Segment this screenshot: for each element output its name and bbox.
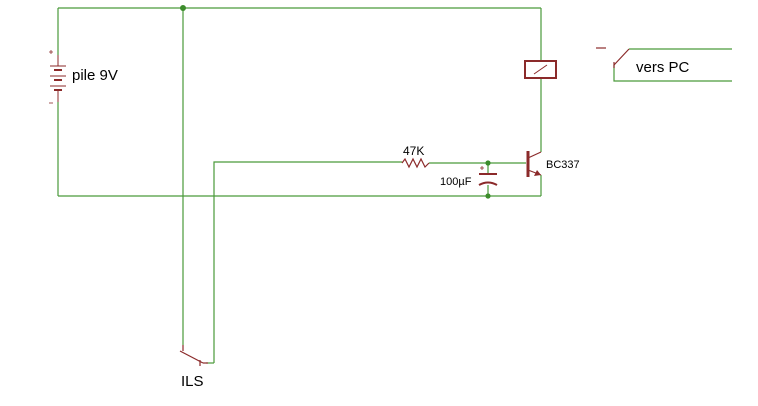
resistor-label: 47K [403,144,424,158]
junction-dot [485,193,491,199]
transistor-symbol [526,151,542,177]
wires [57,7,732,364]
wire-output-lower [613,65,732,82]
battery-symbol [49,50,66,104]
resistor-symbol [401,157,430,169]
junction-dot [180,5,186,11]
transistor-label: BC337 [546,159,580,171]
wire-reed-switch-return [213,161,402,363]
reed-switch-label: ILS [181,373,204,390]
junctions [180,5,491,199]
reed-switch-symbol [179,345,208,366]
relay-contact-symbol [596,47,630,68]
junction-dot [485,160,491,166]
output-label: vers PC [636,59,690,76]
capacitor-symbol [478,166,498,186]
relay-coil-symbol [524,60,557,79]
battery-label: pile 9V [72,67,118,84]
capacitor-label: 100µF [440,176,472,188]
